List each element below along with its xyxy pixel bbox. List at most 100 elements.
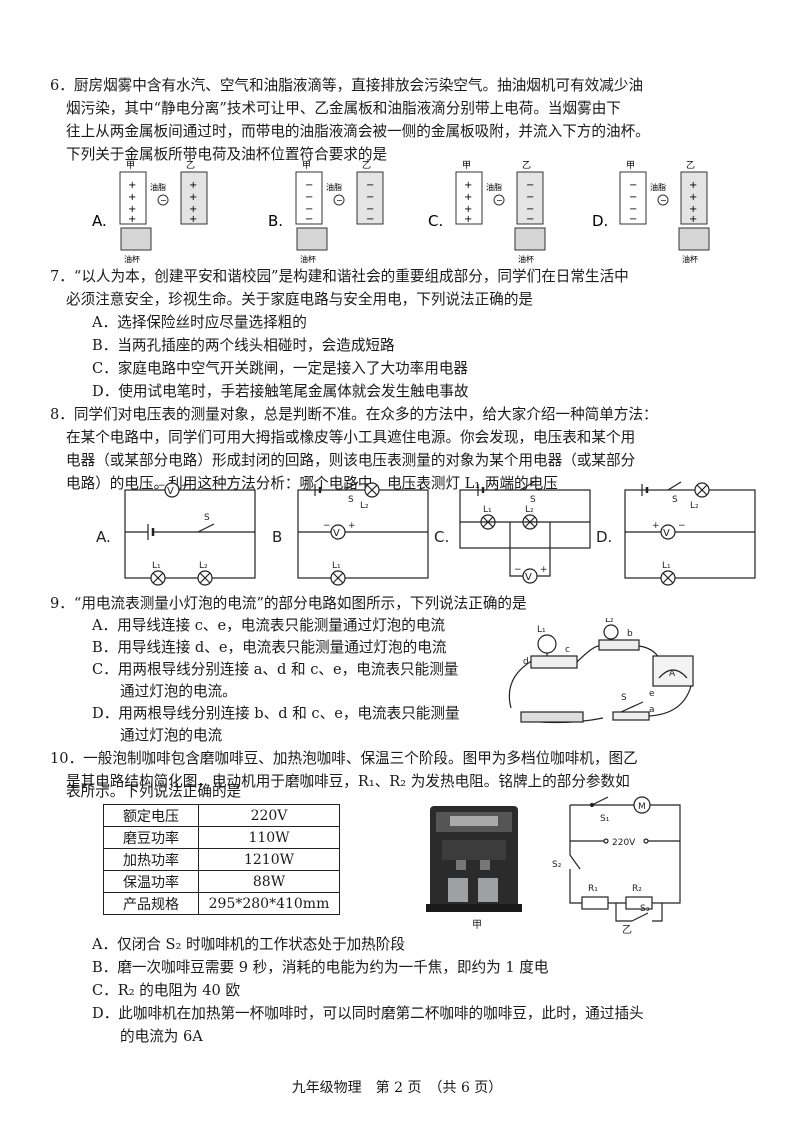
svg-text:−: −: [366, 204, 374, 215]
svg-text:+: +: [464, 192, 472, 203]
q6-c-jia: 甲: [462, 160, 471, 171]
q6-b-cup-label: 油杯: [300, 254, 316, 264]
q6-d-plate-jia: [619, 171, 647, 225]
q8-c-v-plus: +: [540, 565, 548, 575]
param-value: 295*280*410mm: [198, 892, 340, 915]
q8-d-v-minus: −: [678, 521, 686, 531]
q6-a-jia: 甲: [126, 160, 135, 171]
q10-fig-s3: S₃: [640, 904, 650, 914]
q8-a-l2: L₂: [199, 561, 208, 571]
q6-b-cup: [296, 227, 328, 251]
q8-label-c: C.: [434, 528, 449, 546]
q6-b-plate-yi: [356, 171, 384, 225]
q9-option-c-cont: 通过灯泡的电流。: [120, 683, 237, 700]
svg-text:+: +: [464, 180, 472, 191]
svg-text:−: −: [305, 204, 313, 215]
q8-a-voltmeter: V: [167, 486, 174, 497]
q6-option-a: A.: [92, 212, 107, 230]
q10-option-a: A．仅闭合 S₂ 时咖啡机的工作状态处于加热阶段: [92, 936, 405, 953]
svg-text:−: −: [526, 214, 534, 225]
q6-c-cup: [514, 227, 546, 251]
q9-figure: L₁ d c L₂ b A e S a: [508, 618, 694, 724]
svg-text:A: A: [669, 669, 676, 679]
svg-text:−: −: [305, 180, 313, 191]
q10-option-b: B．磨一次咖啡豆需要 9 秒，消耗的电能为约为一千焦，即约为 1 度电: [92, 959, 549, 976]
q10-fig-s2: S₂: [552, 860, 562, 870]
q7-option-b: B．当两孔插座的两个线头相碰时，会造成短路: [92, 337, 395, 354]
svg-text:−: −: [366, 192, 374, 203]
q8-a-v-minus: −: [158, 481, 166, 491]
q8-line-3: 电器（或某部分电路）形成封闭的回路，则该电压表测量的对象为某个用电器（或某部分: [66, 452, 636, 469]
q8-circuits: A. V − + S L₁ L₂ B S L₂ V − + L₁ C. S L: [96, 481, 756, 586]
q6-a-yi: 乙: [186, 160, 195, 171]
q9-fig-c: c: [565, 645, 570, 655]
q8-d-l2: L₂: [690, 501, 699, 511]
q8-b-voltmeter: V: [333, 528, 340, 539]
svg-text:−: −: [660, 196, 667, 205]
q8-d-switch: S: [672, 495, 678, 505]
svg-text:−: −: [629, 204, 637, 215]
svg-text:+: +: [464, 204, 472, 215]
svg-text:−: −: [526, 192, 534, 203]
coffee-machine-image: 甲: [426, 806, 522, 931]
svg-text:−: −: [496, 196, 503, 205]
param-key: 保温功率: [103, 870, 199, 893]
param-key: 产品规格: [103, 892, 199, 915]
q8-b-l1: L₁: [332, 561, 341, 571]
svg-text:+: +: [689, 192, 697, 203]
q10-line-3: 表所示。下列说法正确的是: [66, 783, 242, 800]
svg-text:−: −: [629, 214, 637, 225]
q9-fig-a: a: [649, 705, 655, 715]
q9-fig-d: d: [523, 657, 529, 667]
q10-fig-r2: R₂: [632, 884, 642, 894]
q8-b-v-minus: −: [323, 521, 331, 531]
svg-text:−: −: [629, 180, 637, 191]
q6-d-jia: 甲: [626, 160, 635, 171]
q9-fig-l2: L₂: [605, 618, 614, 625]
q9-line: 9．“用电流表测量小灯泡的电流”的部分电路如图所示，下列说法正确的是: [50, 595, 527, 612]
param-value: 1210W: [198, 848, 340, 871]
q9-option-a: A．用导线连接 c、e，电流表只能测量通过灯泡的电流: [92, 617, 446, 634]
q8-line-2: 在某个电路中，同学们可用大拇指或橡皮等小工具遮住电源。你会发现，电压表和某个用: [66, 429, 636, 446]
svg-text:+: +: [689, 204, 697, 215]
svg-text:−: −: [366, 180, 374, 191]
q6-d-cup: [678, 227, 710, 251]
svg-text:+: +: [128, 214, 136, 225]
q10-fig-r1: R₁: [588, 884, 598, 894]
q6-b-yi: 乙: [362, 160, 371, 171]
q8-d-v-plus: +: [652, 521, 660, 531]
svg-text:+: +: [689, 180, 697, 191]
svg-text:+: +: [189, 192, 197, 203]
q6-c-oil: 油脂: [486, 182, 502, 192]
q6-d-yi: 乙: [686, 160, 695, 171]
svg-text:−: −: [526, 180, 534, 191]
q9-fig-s: S: [621, 693, 627, 703]
svg-text:+: +: [128, 192, 136, 203]
q10-fig-yi: 乙: [622, 924, 632, 935]
q10-fig-jia: 甲: [472, 920, 482, 931]
q6-option-c: C.: [428, 212, 443, 230]
q8-c-voltmeter: V: [525, 572, 532, 583]
svg-text:−: −: [366, 214, 374, 225]
q8-b-switch: S: [348, 495, 354, 505]
q6-a-cup: [120, 227, 152, 251]
q9-option-c: C．用两根导线分别连接 a、d 和 c、e，电流表只能测量: [92, 661, 459, 678]
q8-c-l2: L₂: [525, 505, 534, 515]
q10-fig-voltage: 220V: [612, 838, 636, 848]
q6-c-plate-yi: [516, 171, 544, 225]
svg-text:+: +: [689, 214, 697, 225]
q6-figures: A. 甲 乙 ++++ ++++ 油脂 − 油杯 B. 甲 乙 −−−− −−−…: [92, 160, 710, 264]
q6-d-cup-label: 油杯: [682, 254, 698, 264]
q7-option-d: D．使用试电笔时，手若接触笔尾金属体就会发生触电事故: [92, 383, 469, 400]
q8-b-v-plus: +: [348, 521, 356, 531]
coffee-circuit-diagram: S₁ M 220V S₂ R₁ R₂ S₃ 乙: [552, 796, 681, 935]
svg-text:−: −: [526, 204, 534, 215]
q6-line-1: 6．厨房烟雾中含有水汽、空气和油脂液滴等，直接排放会污染空气。抽油烟机可有效减少…: [50, 77, 644, 94]
q8-a-switch: S: [204, 513, 210, 523]
